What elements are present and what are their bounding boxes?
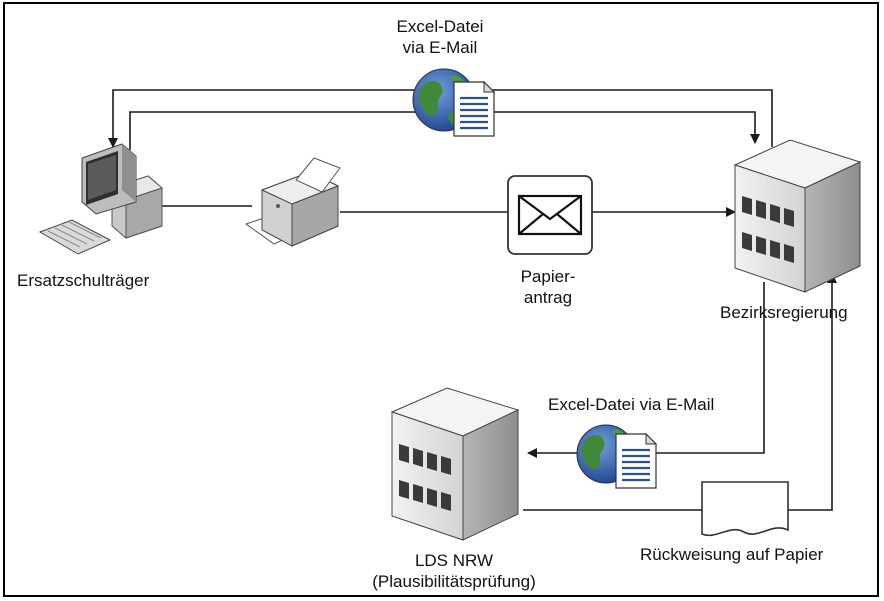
lds-rejection-line (523, 273, 837, 511)
excel-email-top-line1: Excel-Datei (396, 17, 484, 36)
lds-nrw-line2: (Plausibilitätsprüfung) (372, 572, 536, 591)
papierantrag-line1: Papier- (520, 267, 576, 286)
ersatzschultraeger-label: Ersatzschulträger (17, 271, 150, 290)
globe-document-icon-bottom (576, 424, 658, 489)
excel-email-top-label: Excel-Datei via E-Mail (397, 16, 484, 58)
printer-icon (244, 157, 341, 247)
office-building-icon (733, 139, 862, 293)
papierantrag-label: Papier- antrag (521, 266, 576, 308)
envelope-icon (507, 175, 593, 255)
lds-nrw-line1: LDS NRW (414, 551, 494, 570)
lds-nrw-label: LDS NRW (Plausibilitätsprüfung) (372, 550, 535, 592)
bezirksregierung-label: Bezirksregierung (720, 303, 848, 322)
computer-icon (38, 143, 163, 255)
globe-document-icon (412, 68, 496, 137)
papierantrag-line2: antrag (523, 288, 573, 307)
office-building-icon-lds (390, 387, 520, 541)
excel-email-bottom-label: Excel-Datei via E-Mail (548, 395, 715, 414)
paper-document-icon (701, 481, 789, 537)
rueckweisung-label: Rückweisung auf Papier (640, 545, 824, 564)
excel-email-top-line2: via E-Mail (402, 38, 478, 57)
